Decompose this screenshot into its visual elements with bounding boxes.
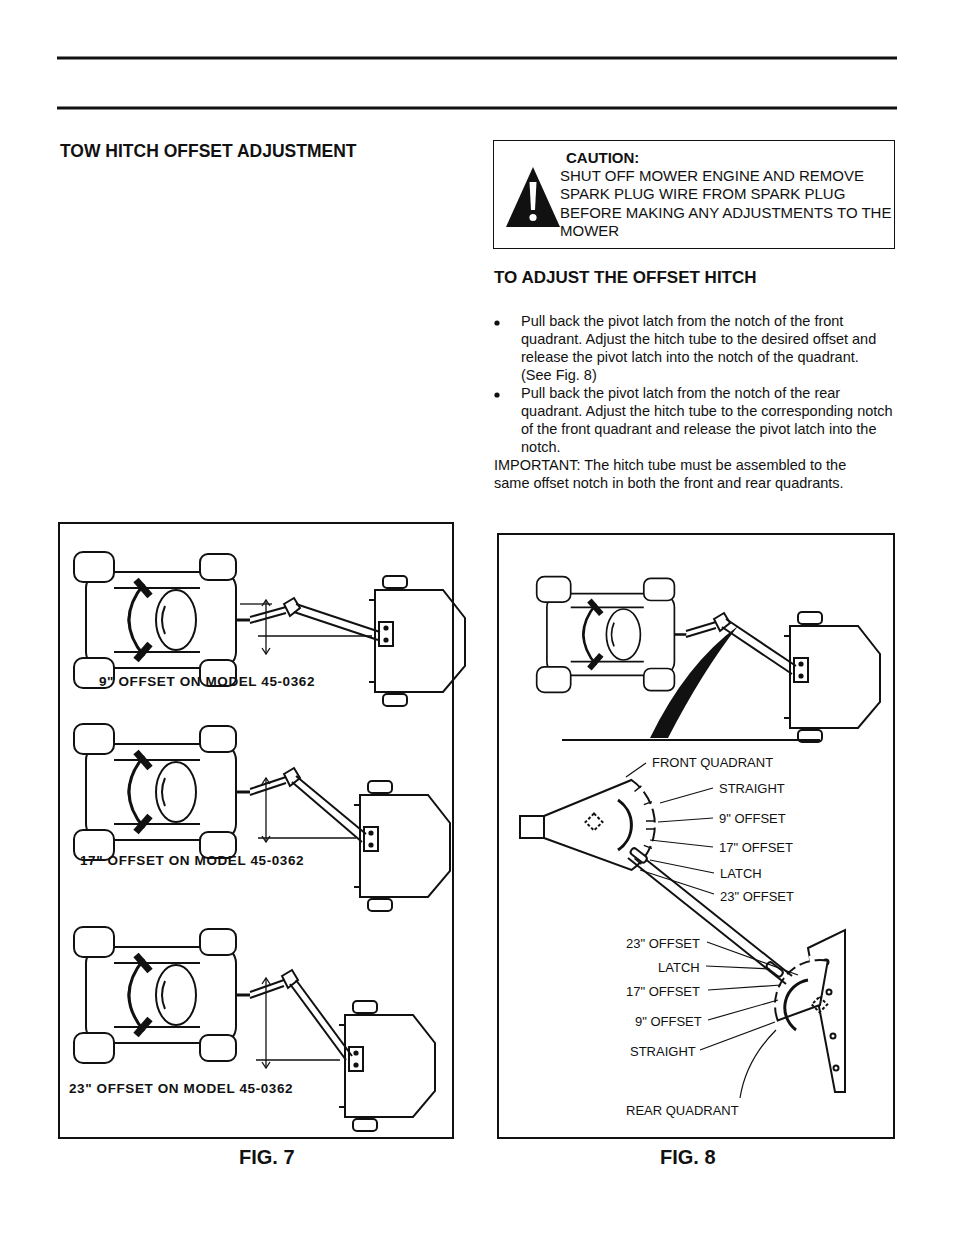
figure-number: FIG. 7 xyxy=(239,1145,295,1170)
callout-label: LATCH xyxy=(658,960,700,976)
page-title: TOW HITCH OFFSET ADJUSTMENT xyxy=(60,141,357,163)
caution-text: SHUT OFF MOWER ENGINE AND REMOVE SPARK P… xyxy=(560,167,892,240)
figure-frame: FRONT QUADRANT STRAIGHT 9" OFFSET 17" OFFSE… xyxy=(497,533,895,1139)
callout-label: 23" OFFSET xyxy=(626,936,700,952)
callout-label: 17" OFFSET xyxy=(626,984,700,1000)
callout-label: 23" OFFSET xyxy=(720,889,794,905)
caution-box: CAUTION:SHUT OFF MOWER ENGINE AND REMOVE… xyxy=(493,140,895,249)
instruction-step: Pull back the pivot latch from the notch… xyxy=(521,384,893,457)
callout-label: FRONT QUADRANT xyxy=(652,755,773,771)
section-heading: TO ADJUST THE OFFSET HITCH xyxy=(494,267,757,288)
callout-label: STRAIGHT xyxy=(630,1044,696,1060)
figure-caption: 17" OFFSET ON MODEL 45-0362 xyxy=(80,853,304,870)
figure-caption: 23" OFFSET ON MODEL 45-0362 xyxy=(69,1081,293,1098)
callout-label: STRAIGHT xyxy=(719,781,785,797)
figure-number: FIG. 8 xyxy=(660,1145,716,1170)
figure-frame: 9" OFFSET ON MODEL 45-0362 17" OFFSET ON … xyxy=(58,522,454,1139)
callout-label: REAR QUADRANT xyxy=(626,1103,739,1119)
figure-caption: 9" OFFSET ON MODEL 45-0362 xyxy=(99,674,315,691)
callout-label: 17" OFFSET xyxy=(719,840,793,856)
important-note: IMPORTANT: The hitch tube must be assemb… xyxy=(494,456,874,492)
callout-label: 9" OFFSET xyxy=(719,811,786,827)
callout-label: LATCH xyxy=(720,866,762,882)
instruction-step: Pull back the pivot latch from the notch… xyxy=(521,312,893,385)
caution-heading: CAUTION: xyxy=(566,149,639,168)
callout-label: 9" OFFSET xyxy=(635,1014,702,1030)
